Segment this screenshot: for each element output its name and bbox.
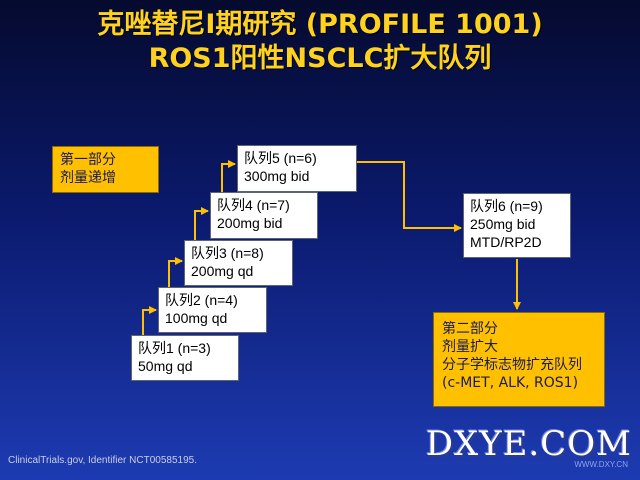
cohort-5-dose: 300mg bid [244,168,310,184]
part2-subtitle: 剂量扩大 [442,339,498,355]
part1-dose-escalation-box: 第一部分 剂量递增 [52,146,159,193]
cohort-6-box: 队列6 (n=9) 250mg bid MTD/RP2D [463,193,571,258]
part2-description: 分子学标志物扩充队列 [442,357,582,373]
cohort-4-label: 队列4 (n=7) [217,197,290,213]
source-footnote: ClinicalTrials.gov, Identifier NCT005851… [8,455,197,466]
cohort-4-box: 队列4 (n=7) 200mg bid [210,192,318,239]
part1-subtitle: 剂量递增 [60,170,116,186]
part2-title: 第二部分 [442,321,498,337]
cohort-1-label: 队列1 (n=3) [138,340,211,356]
watermark-url: WWW.DXY.CN [574,460,628,469]
cohort-2-label: 队列2 (n=4) [165,292,238,308]
part2-biomarkers: (c-MET, ALK, ROS1) [442,375,579,391]
cohort-3-label: 队列3 (n=8) [191,245,264,261]
cohort-4-dose: 200mg bid [217,215,283,231]
arrow-cohort1-to-cohort2 [142,306,157,335]
slide-title-line2: ROS1阳性NSCLC扩大队列 [148,43,492,74]
cohort-5-label: 队列5 (n=6) [244,150,317,166]
cohort-6-dose: 250mg bid [470,216,536,232]
cohort-5-box: 队列5 (n=6) 300mg bid [237,145,357,192]
cohort-2-dose: 100mg qd [165,310,228,326]
cohort-1-box: 队列1 (n=3) 50mg qd [131,335,239,381]
cohort-3-dose: 200mg qd [191,263,254,279]
arrow-cohort4-to-cohort5 [221,160,236,192]
cohort-2-box: 队列2 (n=4) 100mg qd [158,287,267,333]
cohort-6-label: 队列6 (n=9) [470,198,543,214]
cohort-3-box: 队列3 (n=8) 200mg qd [184,240,293,286]
watermark-logo: DXYE.COM [425,424,632,464]
arrow-cohort5-to-cohort6 [357,161,462,232]
part1-title: 第一部分 [60,152,116,168]
cohort-6-note: MTD/RP2D [470,234,542,250]
arrow-cohort2-to-cohort3 [168,257,183,287]
arrow-cohort3-to-cohort4 [194,207,209,240]
part2-dose-expansion-box: 第二部分 剂量扩大 分子学标志物扩充队列 (c-MET, ALK, ROS1) [433,312,605,407]
slide-title-line1: 克唑替尼I期研究 (PROFILE 1001) [97,9,543,40]
cohort-1-dose: 50mg qd [138,358,193,374]
